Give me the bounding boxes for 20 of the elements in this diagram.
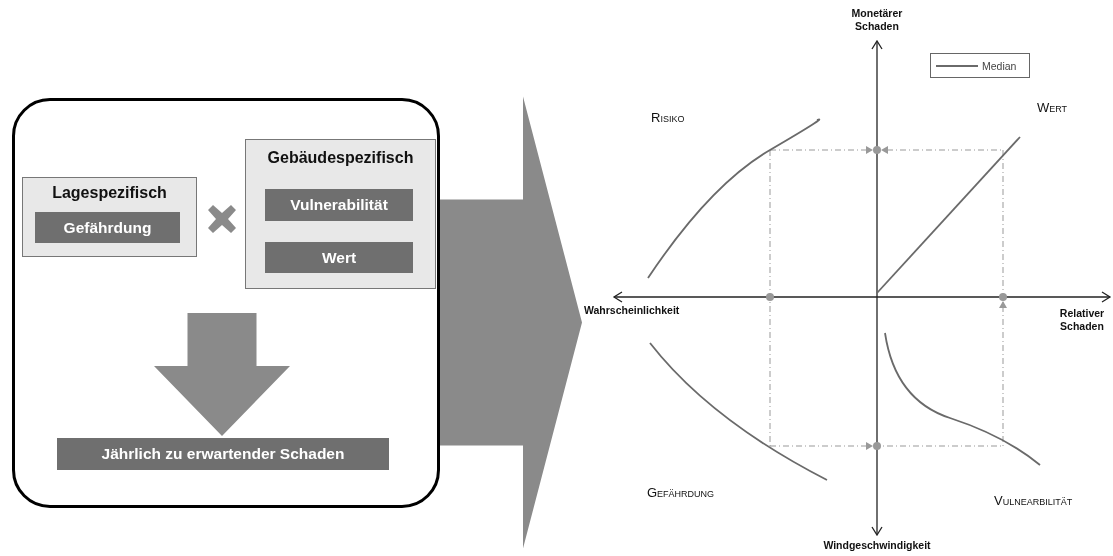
factor-label: Jährlich zu erwartender Schaden (57, 438, 389, 470)
factor-label: Wert (265, 242, 413, 273)
axis-label: Windgeschwindigkeit (822, 539, 932, 553)
factor-label: Vulnerabilität (265, 189, 413, 221)
axis-label: Relativer Schaden (1058, 307, 1106, 334)
block-arrow (154, 313, 290, 436)
axis-label: Wahrscheinlichkeit (584, 304, 680, 318)
category-panel (245, 139, 436, 289)
axis-label: Gefährdung (647, 485, 715, 502)
axis-label: Wert (1037, 100, 1068, 117)
block-arrow (440, 96, 582, 549)
category-panel (22, 177, 197, 257)
axis-label: Risiko (651, 110, 685, 127)
axis-label: Vulnearbilität (994, 493, 1073, 510)
panel-title: Gebäudespezifisch (266, 149, 415, 167)
legend-label: Median (982, 59, 1017, 72)
panel-title: Lagespezifisch (51, 184, 168, 202)
axis-label: Monetärer Schaden (850, 7, 904, 34)
factor-label: Gefährdung (35, 212, 180, 243)
rounded-frame (12, 98, 440, 508)
